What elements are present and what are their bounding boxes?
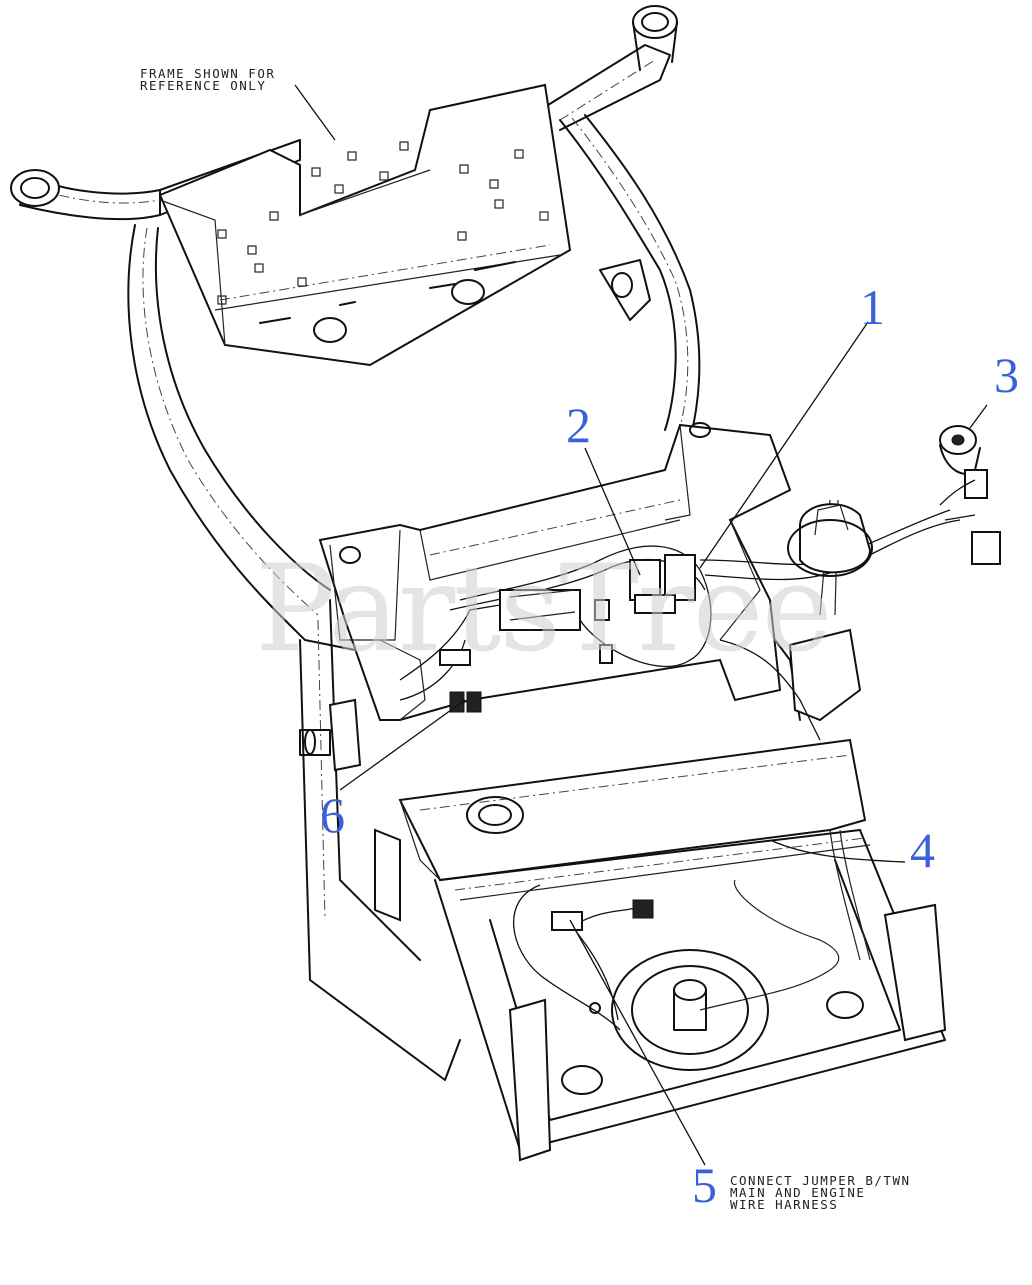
left-tube-end xyxy=(10,169,60,207)
clutch-pulley xyxy=(611,949,769,1071)
upper-crossbar xyxy=(10,5,678,221)
jumper-harness xyxy=(513,884,654,1031)
watermark: PartsTree xyxy=(255,540,832,679)
seat-plate xyxy=(158,83,572,367)
jumper-connector-a xyxy=(551,911,583,931)
frame-note-line-2: REFERENCE ONLY xyxy=(140,78,267,93)
jumper-connector-b xyxy=(632,899,654,919)
callout-5: 5 xyxy=(692,1157,717,1213)
callout-2: 2 xyxy=(566,397,591,453)
left-connectors xyxy=(379,604,501,721)
frame-note-leader xyxy=(294,84,336,141)
callout-4: 4 xyxy=(910,822,935,878)
leader-6 xyxy=(339,699,466,791)
leader-5 xyxy=(569,919,706,1166)
left-frame-rail xyxy=(127,224,461,1081)
leader-4 xyxy=(769,839,906,863)
callout-3: 3 xyxy=(994,347,1019,403)
leader-lines xyxy=(294,84,988,1166)
jumper-note-line-3: WIRE HARNESS xyxy=(730,1197,839,1212)
right-tube-end xyxy=(632,5,678,39)
leader-1 xyxy=(699,321,869,569)
rear-frame xyxy=(398,738,947,1162)
leader-2 xyxy=(584,447,641,576)
jumper-note-line-1: CONNECT JUMPER B/TWN xyxy=(730,1173,911,1188)
callout-6: 6 xyxy=(320,787,345,843)
leader-3 xyxy=(969,404,988,429)
callout-1: 1 xyxy=(860,279,885,335)
wiring-harness-upper xyxy=(449,425,1001,741)
frame-note-line-1: FRAME SHOWN FOR xyxy=(140,66,276,81)
jumper-note-line-2: MAIN AND ENGINE xyxy=(730,1185,866,1200)
mid-frame xyxy=(318,422,862,722)
